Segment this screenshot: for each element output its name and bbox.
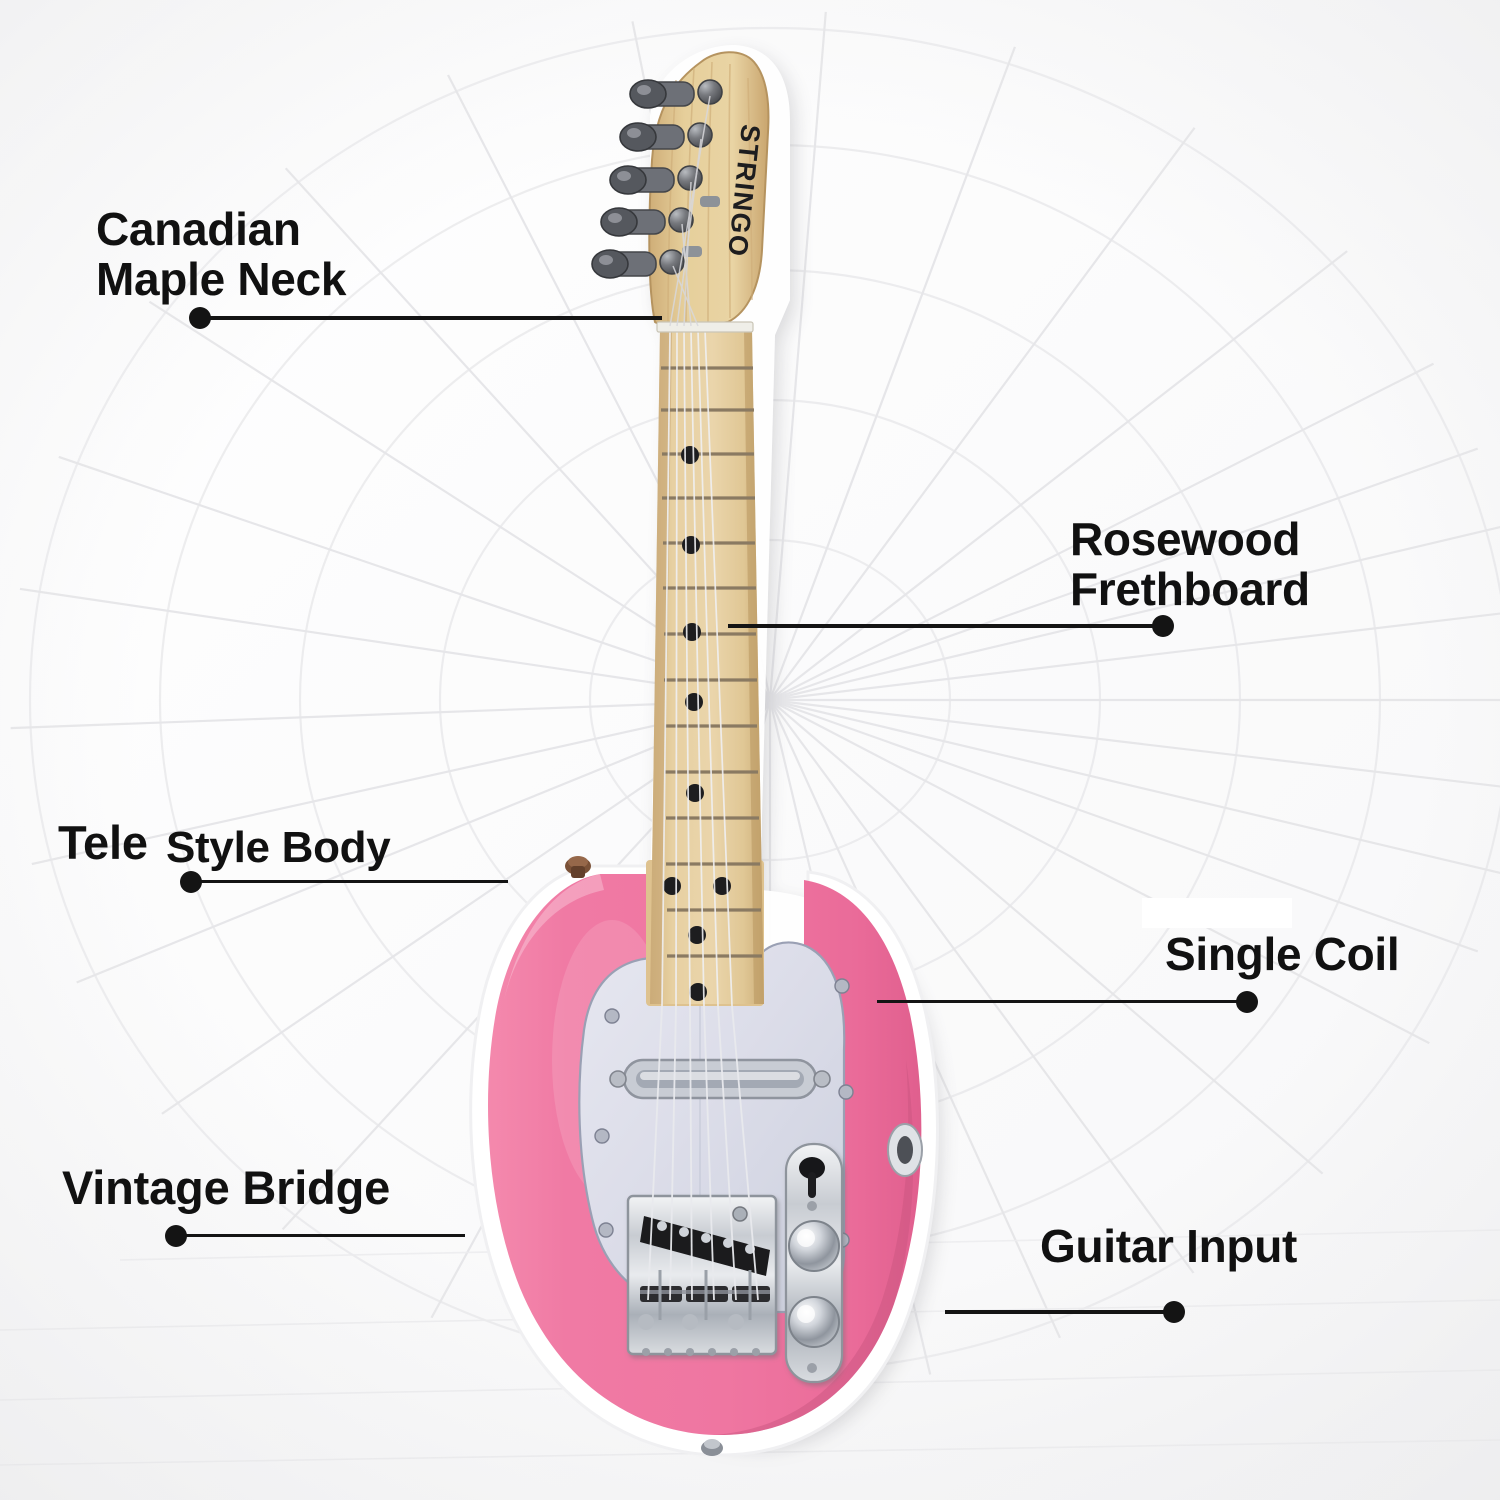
connector-style-body [190, 880, 508, 883]
strap-button-top [565, 856, 591, 878]
dot-single-coil [1236, 991, 1258, 1013]
dot-guitar-input [1163, 1301, 1185, 1323]
guitar-neck [646, 329, 764, 1301]
strings-body [647, 1005, 759, 1301]
dot-style-body [180, 871, 202, 893]
volume-knob [788, 1220, 840, 1272]
callout-guitar-input: Guitar Input [1040, 1220, 1298, 1272]
dot-canadian-maple-neck [189, 307, 211, 329]
brand-logo: STRINGO [722, 123, 766, 259]
tuning-pegs [591, 79, 723, 279]
callout-rosewood-frethboard: Rosewood Frethboard [1070, 513, 1310, 615]
guitar-input-jack [887, 1123, 923, 1177]
connector-guitar-input [945, 1310, 1177, 1314]
control-plate [784, 1142, 844, 1384]
callout-single-coil: Single Coil [1165, 928, 1400, 980]
dot-vintage-bridge [165, 1225, 187, 1247]
connector-vintage-bridge [175, 1234, 465, 1237]
callout-tele: Tele [58, 816, 148, 869]
neck-single-coil-pickup [609, 1058, 831, 1100]
connector-single-coil [877, 1000, 1249, 1003]
callout-style-body: Style Body [166, 823, 391, 872]
dot-rosewood-frethboard [1152, 615, 1174, 637]
connector-canadian-maple-neck [200, 316, 662, 320]
callout-canadian-maple-neck: Canadian Maple Neck [96, 203, 347, 305]
white-patch-artifact [1142, 898, 1292, 928]
tone-knob [788, 1296, 840, 1348]
callout-vintage-bridge: Vintage Bridge [62, 1161, 391, 1214]
strap-button-bottom [701, 1439, 723, 1456]
headstock: STRINGO [591, 51, 770, 333]
vintage-bridge [626, 1194, 778, 1356]
frets [661, 366, 762, 958]
pickguard [578, 941, 854, 1314]
fretboard-inlay-dots [663, 446, 731, 1001]
connector-rosewood-frethboard [728, 624, 1164, 628]
strings-neck [661, 329, 733, 1007]
guitar-body [469, 864, 939, 1457]
pickup-selector-switch [799, 1157, 825, 1211]
